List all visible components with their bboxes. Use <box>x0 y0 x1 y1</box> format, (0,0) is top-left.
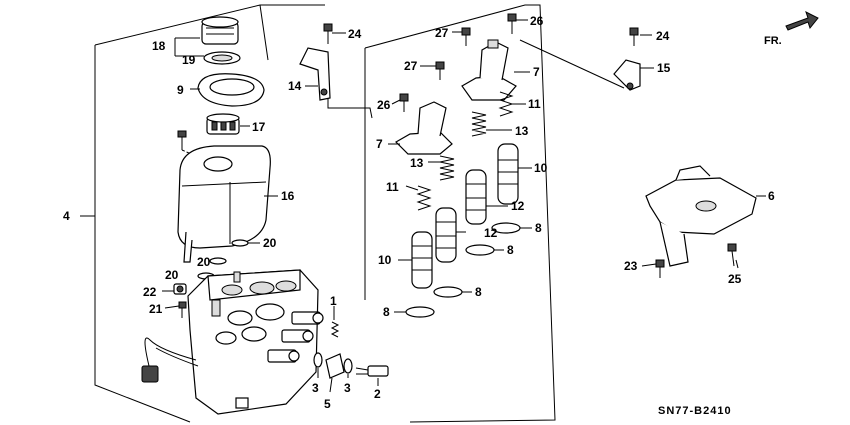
bolt-21 <box>178 301 187 318</box>
callout-2: 2 <box>374 387 381 401</box>
reservoir-cap <box>201 16 239 45</box>
bolt-2 <box>355 365 389 377</box>
front-direction-arrow <box>785 11 819 31</box>
callout-10-a: 10 <box>534 161 548 175</box>
callout-26-a: 26 <box>530 14 544 28</box>
callout-1: 1 <box>330 294 337 308</box>
reservoir-tank <box>177 145 271 263</box>
cap-strainer <box>203 51 241 65</box>
callout-27-a: 27 <box>435 26 449 40</box>
callout-16: 16 <box>281 189 295 203</box>
callout-20-b: 20 <box>197 255 211 269</box>
callout-23: 23 <box>624 259 638 273</box>
valve-12 <box>435 169 487 263</box>
callout-3-b: 3 <box>344 381 351 395</box>
assembly-frame <box>80 4 556 423</box>
callout-12-a: 12 <box>511 199 525 213</box>
modulator-body <box>141 269 324 415</box>
callout-22: 22 <box>143 285 157 299</box>
reservoir-filter <box>206 113 240 135</box>
callout-25: 25 <box>728 272 742 286</box>
callout-8-b: 8 <box>507 243 514 257</box>
callout-4: 4 <box>63 209 70 223</box>
callout-20-c: 20 <box>165 268 179 282</box>
washer-8 <box>405 222 521 318</box>
callout-21: 21 <box>149 302 163 316</box>
callout-24-a: 24 <box>348 27 362 41</box>
spring-13 <box>439 111 487 181</box>
callout-26-b: 26 <box>377 98 391 112</box>
callout-7-b: 7 <box>376 137 383 151</box>
callout-3-a: 3 <box>312 381 319 395</box>
clip-5 <box>325 353 345 379</box>
callout-11-a: 11 <box>528 97 541 111</box>
mounting-bracket-6 <box>645 165 757 267</box>
bolt-24 <box>323 23 333 44</box>
callout-9: 9 <box>177 83 184 97</box>
bracket-14 <box>299 47 331 101</box>
callout-13-a: 13 <box>515 124 529 138</box>
callout-12-b: 12 <box>484 226 498 240</box>
callout-19: 19 <box>182 53 196 67</box>
valve-10 <box>411 143 519 289</box>
callout-10-b: 10 <box>378 253 392 267</box>
spring-1 <box>330 321 340 338</box>
washer-3 <box>313 352 353 374</box>
cap-7-upper <box>461 39 517 101</box>
callout-8-c: 8 <box>475 285 482 299</box>
callout-7-a: 7 <box>533 65 540 79</box>
cap-7-lower <box>395 101 453 155</box>
callout-20-a: 20 <box>263 236 277 250</box>
diagram-code: SN77-B2410 <box>658 405 732 417</box>
callout-18: 18 <box>152 39 166 53</box>
bolt-24-right <box>629 27 639 46</box>
callout-14: 14 <box>288 79 302 93</box>
bolt-26 <box>399 13 517 112</box>
callout-5: 5 <box>324 397 331 411</box>
callout-13-b: 13 <box>410 156 424 170</box>
callout-24-b: 24 <box>656 29 670 43</box>
callout-8-a: 8 <box>535 221 542 235</box>
callout-17: 17 <box>252 120 266 134</box>
fitting-22 <box>173 283 187 295</box>
callout-27-b: 27 <box>404 59 418 73</box>
bracket-15 <box>613 59 641 91</box>
reservoir-seal <box>197 73 265 107</box>
bolt-23 <box>655 259 665 278</box>
fr-label: FR. <box>764 35 782 47</box>
callout-8-d: 8 <box>383 305 390 319</box>
callout-6: 6 <box>768 189 775 203</box>
callout-15: 15 <box>657 61 671 75</box>
bolt-25 <box>727 243 737 267</box>
callout-11-b: 11 <box>386 180 399 194</box>
